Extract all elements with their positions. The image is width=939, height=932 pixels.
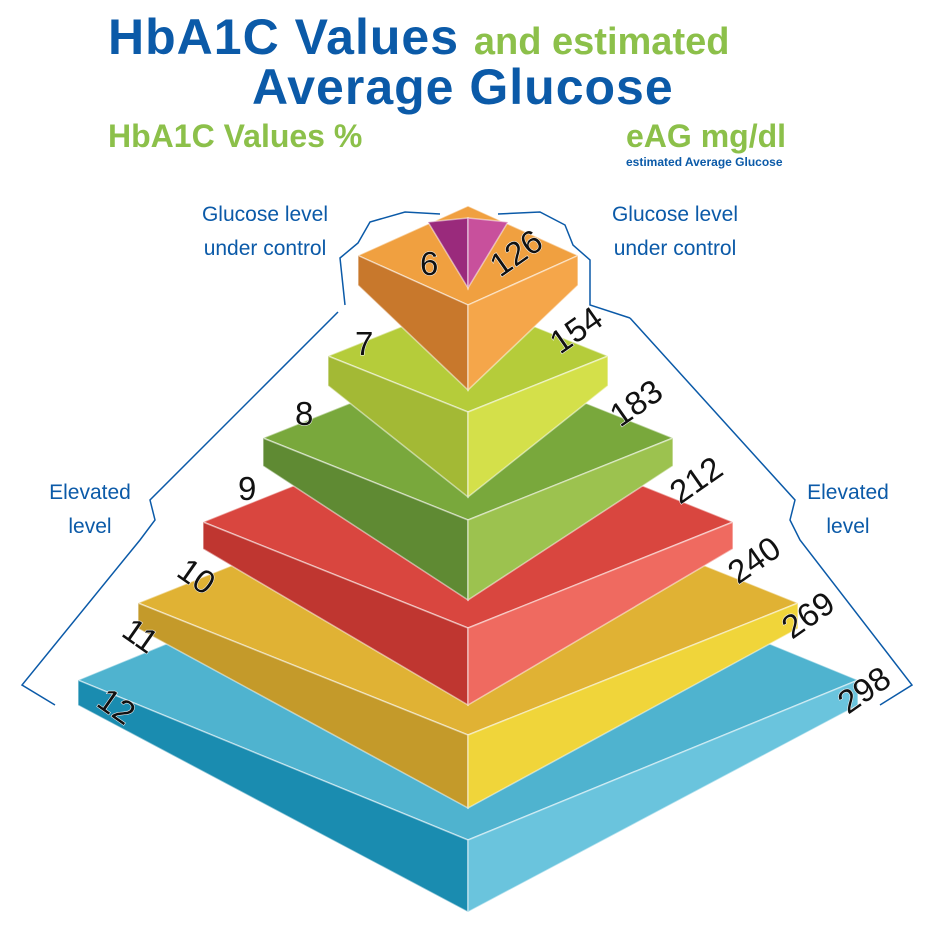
title-line-2: Average Glucose	[252, 59, 674, 115]
elevated-label-right: Elevated level	[788, 476, 908, 544]
layer-right-face	[467, 254, 579, 392]
layer-right-face	[467, 678, 859, 914]
hba1c-value-label: 6	[420, 245, 438, 282]
pyramid-layer-6	[426, 217, 510, 291]
control-label-left: Glucose level under control	[180, 198, 350, 266]
bracket-elevated-left	[20, 311, 339, 706]
title-accent: and estimated	[473, 21, 730, 63]
elevated-label-left: Elevated level	[30, 476, 150, 544]
control-label-right: Glucose level under control	[590, 198, 760, 266]
control-left-line1: Glucose level	[201, 203, 329, 226]
hba1c-value-label: 9	[238, 470, 256, 507]
apex-right-face	[467, 217, 510, 291]
layer-right-face	[467, 436, 674, 602]
control-left-line2: under control	[203, 237, 327, 260]
hba1c-value-label: 8	[295, 395, 313, 432]
elevated-left-line1: Elevated	[49, 481, 131, 504]
pyramid-layer-7	[356, 205, 580, 392]
hba1c-subtitle: HbA1C Values %	[108, 118, 363, 154]
control-right-line1: Glucose level	[611, 203, 739, 226]
layer-right-face	[467, 601, 799, 810]
layer-right-face	[467, 354, 609, 499]
elevated-left-line2: level	[68, 515, 112, 538]
control-right-line2: under control	[613, 237, 737, 260]
eag-subtitle: eAG mg/dl	[626, 118, 787, 154]
bracket-control-left	[339, 211, 441, 306]
eag-subtitle-small: estimated Average Glucose	[626, 155, 783, 169]
elevated-right-line1: Elevated	[807, 481, 889, 504]
brackets	[20, 211, 914, 706]
bracket-control-right	[497, 211, 631, 319]
title-main: HbA1C Values	[108, 9, 460, 65]
hba1c-value-label: 7	[355, 325, 373, 362]
bracket-elevated-right	[629, 317, 914, 706]
title-line-1: HbA1C Values and estimated	[108, 8, 729, 66]
layer-right-face	[467, 520, 734, 707]
elevated-right-line2: level	[826, 515, 870, 538]
